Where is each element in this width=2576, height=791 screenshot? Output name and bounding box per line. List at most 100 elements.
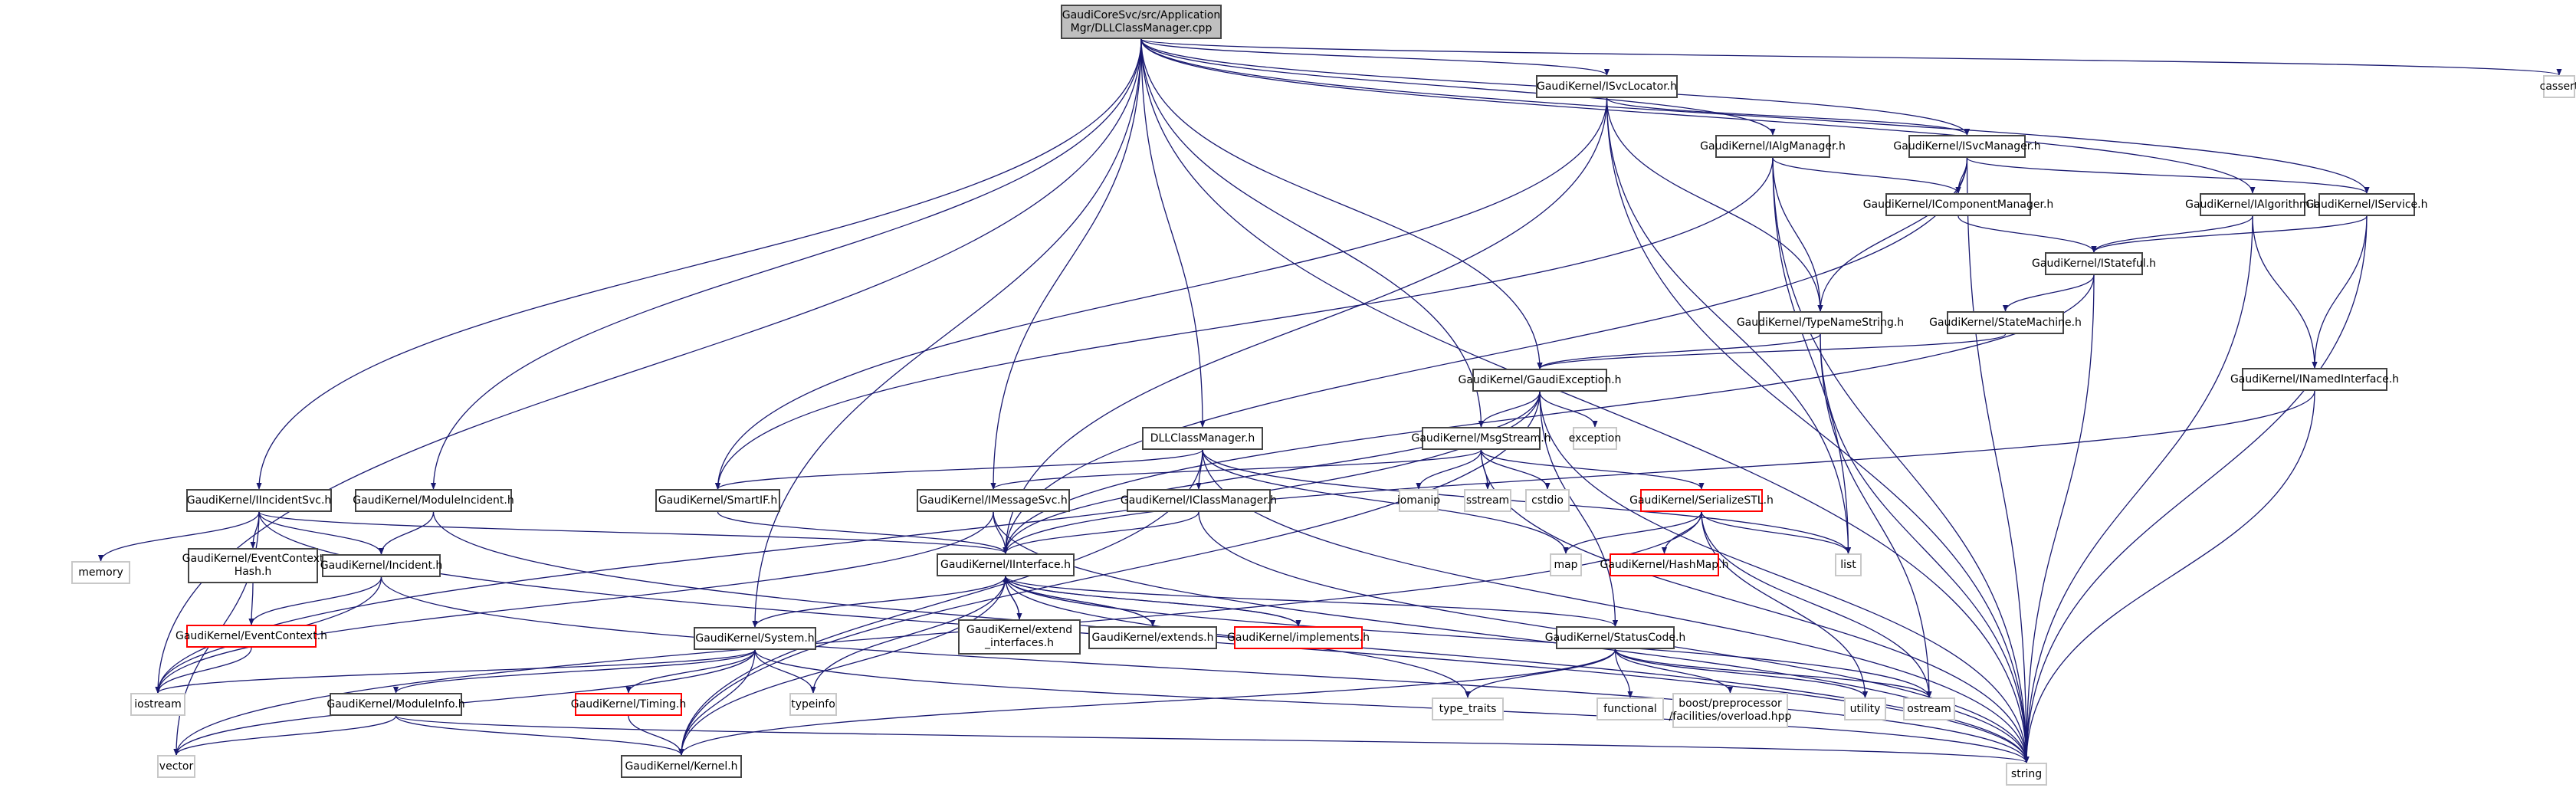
edge-isvclocator-to-list <box>1606 97 1852 554</box>
edge-system-to-vector <box>173 649 756 756</box>
node-map: map <box>1550 553 1582 576</box>
edge-isvcmanager-to-string <box>1966 157 2030 763</box>
edge-ialgorithm-to-istateful <box>2091 215 2253 253</box>
edge-statuscode-to-utility <box>1614 648 1869 698</box>
edge-msgstream-to-iomanip <box>1416 449 1482 490</box>
edge-isvcmanager-to-typenamestring <box>1817 157 1968 312</box>
node-eventcontext[interactable]: GaudiKernel/EventContext.h <box>176 625 327 648</box>
node-iincidentsvc[interactable]: GaudiKernel/IIncidentSvc.h <box>186 489 332 512</box>
edge-ialgmanager-to-list <box>1772 157 1852 554</box>
edge-dllclassmanager-to-map <box>1202 449 1569 554</box>
node-eventcontexthash[interactable]: GaudiKernel/EventContext Hash.h <box>182 548 323 583</box>
node-system[interactable]: GaudiKernel/System.h <box>694 627 816 650</box>
node-typeinfo: typeinfo <box>789 693 837 716</box>
node-exception: exception <box>1569 427 1621 450</box>
edge-root-to-system <box>752 38 1142 628</box>
node-memory: memory <box>71 561 130 584</box>
edge-ialgmanager-to-string <box>1772 157 2030 763</box>
node-statuscode[interactable]: GaudiKernel/StatusCode.h <box>1545 626 1685 649</box>
edge-statuscode-to-functional <box>1614 648 1633 698</box>
edge-serializestl-to-map <box>1563 511 1702 554</box>
edge-isvclocator-to-smartif <box>714 97 1608 490</box>
edge-serializestl-to-vector <box>173 511 1702 756</box>
node-isvclocator[interactable]: GaudiKernel/ISvcLocator.h <box>1536 75 1678 98</box>
edge-ialgorithm-to-inamedinterface <box>2252 215 2318 369</box>
edge-msgstream-to-serializestl <box>1480 449 1705 490</box>
node-dllclassmanager-cpp[interactable]: GaudiCoreSvc/src/Application Mgr/DLLClas… <box>1061 5 1222 39</box>
edge-gaudiexception-to-string <box>1539 391 2030 763</box>
edge-isvcmanager-to-iservice <box>1966 157 2370 194</box>
edge-eventcontext-to-iostream <box>155 647 252 694</box>
node-iservice[interactable]: GaudiKernel/IService.h <box>2306 193 2428 216</box>
node-implements[interactable]: GaudiKernel/implements.h <box>1227 626 1370 649</box>
node-iinterface[interactable]: GaudiKernel/IInterface.h <box>937 553 1075 576</box>
edge-gaudiexception-to-kernel <box>678 391 1541 756</box>
node-isvcmanager[interactable]: GaudiKernel/ISvcManager.h <box>1893 135 2041 158</box>
node-serializestl[interactable]: GaudiKernel/SerializeSTL.h <box>1629 489 1774 512</box>
node-msgstream[interactable]: GaudiKernel/MsgStream.h <box>1412 427 1551 450</box>
node-moduleinfo[interactable]: GaudiKernel/ModuleInfo.h <box>327 693 465 716</box>
edge-statemachine-to-gaudiexception <box>1537 333 2007 369</box>
edge-timing-to-kernel <box>628 715 684 756</box>
edge-statuscode-to-ostream <box>1614 648 1932 698</box>
node-extendinterfaces[interactable]: GaudiKernel/extend _interfaces.h <box>958 619 1081 655</box>
node-iclassmanager[interactable]: GaudiKernel/IClassManager.h <box>1121 489 1277 512</box>
edge-root-to-gaudiexception <box>1140 38 1543 369</box>
edge-system-to-iostream <box>155 649 756 694</box>
edge-typenamestring-to-string <box>1820 333 2030 763</box>
node-istateful[interactable]: GaudiKernel/IStateful.h <box>2032 252 2156 275</box>
node-inamedinterface[interactable]: GaudiKernel/INamedInterface.h <box>2230 368 2399 391</box>
edge-isvclocator-to-iinterface <box>1003 97 1608 554</box>
node-string: string <box>2006 763 2047 786</box>
node-extends[interactable]: GaudiKernel/extends.h <box>1088 626 1217 649</box>
node-imessagesvc[interactable]: GaudiKernel/IMessageSvc.h <box>917 489 1070 512</box>
edge-typenamestring-to-gaudiexception <box>1537 333 1821 369</box>
node-ialgorithm[interactable]: GaudiKernel/IAlgorithm.h <box>2185 193 2320 216</box>
edge-root-to-ialgmanager <box>1140 38 1776 136</box>
node-moduleincident[interactable]: GaudiKernel/ModuleIncident.h <box>353 489 514 512</box>
edge-isvclocator-to-string <box>1606 97 2030 763</box>
edge-root-to-isvclocator <box>1140 38 1610 76</box>
edge-iinterface-to-ostream <box>1005 576 1932 698</box>
edge-isvclocator-to-typenamestring <box>1606 97 1823 312</box>
edge-msgstream-to-cstdio <box>1480 449 1551 490</box>
node-statemachine[interactable]: GaudiKernel/StateMachine.h <box>1929 311 2082 334</box>
edge-root-to-msgstream <box>1140 38 1485 428</box>
node-dllclassmanager-h[interactable]: DLLClassManager.h <box>1142 427 1263 450</box>
node-incident[interactable]: GaudiKernel/Incident.h <box>320 554 442 577</box>
node-ialgmanager[interactable]: GaudiKernel/IAlgManager.h <box>1700 135 1846 158</box>
node-typenamestring[interactable]: GaudiKernel/TypeNameString.h <box>1737 311 1904 334</box>
node-vector: vector <box>157 755 195 778</box>
edge-msgstream-to-string <box>1480 449 2030 763</box>
node-hashmap[interactable]: GaudiKernel/HashMap.h <box>1600 553 1728 576</box>
edge-root-to-moduleincident <box>430 38 1142 490</box>
node-smartif[interactable]: GaudiKernel/SmartIF.h <box>655 489 780 512</box>
edge-system-to-moduleinfo <box>393 649 756 694</box>
edge-ialgmanager-to-smartif <box>714 157 1774 490</box>
node-kernel[interactable]: GaudiKernel/Kernel.h <box>621 755 742 778</box>
edge-istateful-to-statemachine <box>2002 274 2095 312</box>
edge-root-to-iservice <box>1140 38 2370 194</box>
edge-eventcontexthash-to-eventcontext <box>248 583 254 625</box>
edge-dllclassmanager-to-smartif <box>715 449 1203 490</box>
edge-statuscode-to-boostoverload <box>1614 648 1734 694</box>
node-timing[interactable]: GaudiKernel/Timing.h <box>571 693 686 716</box>
edge-ialgmanager-to-icomponentmanager <box>1772 157 1961 194</box>
edge-root-to-iincidentsvc <box>256 38 1142 490</box>
edge-gaudiexception-to-msgstream <box>1478 391 1541 428</box>
edge-serializestl-to-list <box>1701 511 1852 554</box>
edge-isvclocator-to-isvcmanager <box>1606 97 1970 136</box>
edge-system-to-kernel <box>678 649 756 756</box>
edge-statuscode-to-type_traits <box>1465 648 1616 698</box>
edge-ialgmanager-to-typenamestring <box>1772 157 1823 312</box>
edge-ialgorithm-to-string <box>2023 215 2253 763</box>
node-icomponentmanager[interactable]: GaudiKernel/IComponentManager.h <box>1863 193 2053 216</box>
edge-iservice-to-istateful <box>2091 215 2368 253</box>
edge-root-to-imessagesvc <box>990 38 1142 490</box>
node-gaudiexception[interactable]: GaudiKernel/GaudiException.h <box>1458 369 1622 392</box>
edge-root-to-ialgorithm <box>1140 38 2256 194</box>
edge-iservice-to-string <box>2023 215 2368 763</box>
edge-moduleinfo-to-string <box>395 715 2030 763</box>
